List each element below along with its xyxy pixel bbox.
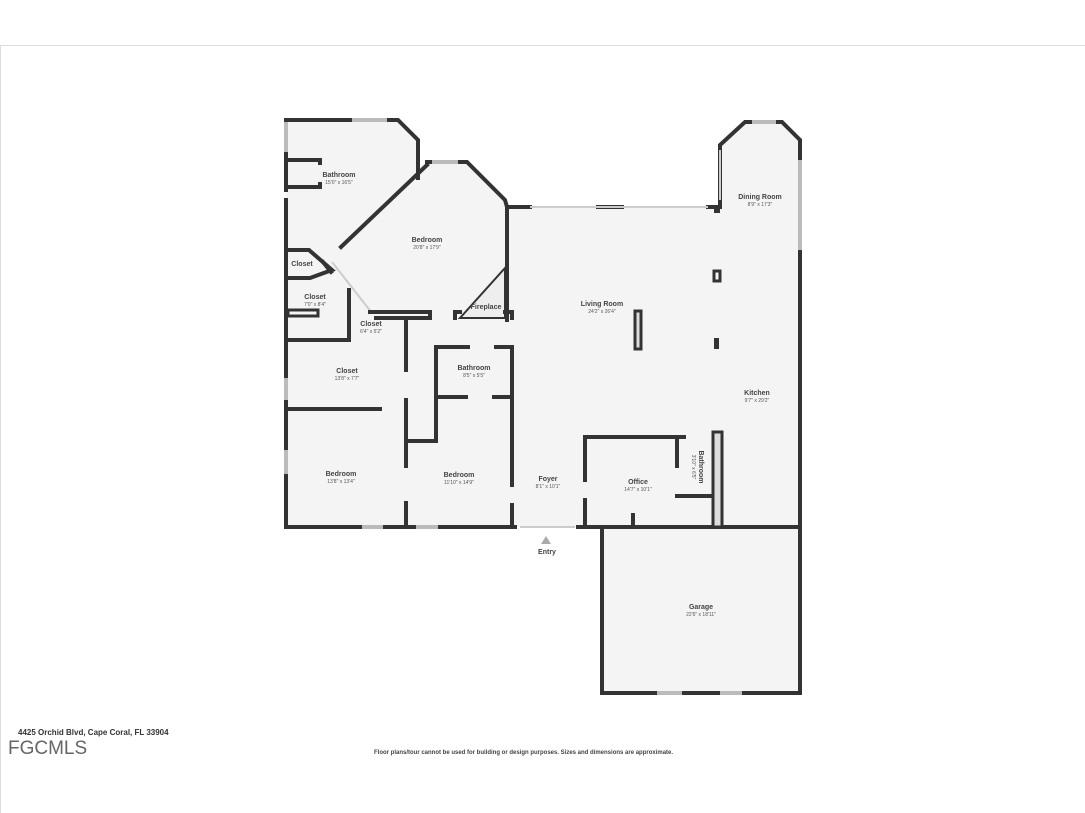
svg-text:Garage: Garage [689, 604, 713, 611]
svg-text:3'10" x 6'5": 3'10" x 6'5" [690, 455, 696, 480]
svg-text:Bedroom: Bedroom [326, 471, 357, 478]
svg-text:6'4" x 5'2": 6'4" x 5'2" [360, 329, 382, 335]
column [633, 309, 643, 351]
svg-text:Foyer: Foyer [538, 476, 557, 483]
floor-area [286, 120, 800, 527]
left-border [0, 45, 1, 813]
svg-text:Bathroom: Bathroom [322, 172, 355, 179]
svg-text:8'1" x 10'1": 8'1" x 10'1" [536, 484, 561, 490]
svg-text:Bathroom: Bathroom [457, 365, 490, 372]
svg-text:Dining Room: Dining Room [738, 194, 782, 201]
garage-floor [602, 527, 800, 693]
svg-text:Closet: Closet [291, 261, 313, 268]
svg-text:Office: Office [628, 479, 648, 486]
svg-text:11'10" x 14'9": 11'10" x 14'9" [444, 480, 474, 486]
svg-text:24'2" x 26'4": 24'2" x 26'4" [588, 309, 616, 315]
disclaimer: Floor plans/tour cannot be used for buil… [374, 750, 674, 756]
header-divider [0, 45, 1085, 46]
room-label-fireplace: Fireplace [471, 304, 502, 311]
chimney [711, 430, 724, 529]
svg-text:8'5" x 5'5": 8'5" x 5'5" [463, 373, 485, 379]
svg-text:Living Room: Living Room [581, 301, 623, 308]
svg-text:7'0" x 8'4": 7'0" x 8'4" [304, 302, 326, 308]
entry-arrow-icon [541, 536, 551, 544]
svg-text:15'0" x 16'5": 15'0" x 16'5" [325, 180, 353, 186]
svg-text:22'6" x 18'11": 22'6" x 18'11" [686, 612, 716, 618]
svg-text:14'7" x 10'1": 14'7" x 10'1" [624, 487, 652, 493]
svg-text:9'7" x 29'2": 9'7" x 29'2" [745, 398, 770, 404]
svg-text:13'8" x 13'4": 13'8" x 13'4" [327, 479, 355, 485]
svg-text:20'8" x 17'9": 20'8" x 17'9" [413, 245, 441, 251]
svg-text:Closet: Closet [304, 294, 326, 301]
svg-text:Kitchen: Kitchen [744, 390, 770, 397]
svg-text:Fireplace: Fireplace [471, 304, 502, 311]
svg-text:Closet: Closet [360, 321, 382, 328]
room-label-closet: Closet [291, 261, 313, 268]
svg-text:Bedroom: Bedroom [444, 472, 475, 479]
fireplace [457, 265, 506, 319]
svg-text:Closet: Closet [336, 368, 358, 375]
svg-text:13'8" x 7'7": 13'8" x 7'7" [335, 376, 360, 382]
svg-text:Bedroom: Bedroom [412, 237, 443, 244]
property-address: 4425 Orchid Blvd, Cape Coral, FL 33904 [18, 728, 169, 737]
garage-wall [600, 525, 802, 695]
svg-text:Bathroom: Bathroom [697, 450, 704, 483]
entry-label: Entry [538, 549, 556, 556]
svg-text:8'9" x 17'3": 8'9" x 17'3" [748, 202, 773, 208]
mls-logo: FGCMLS [8, 738, 88, 759]
